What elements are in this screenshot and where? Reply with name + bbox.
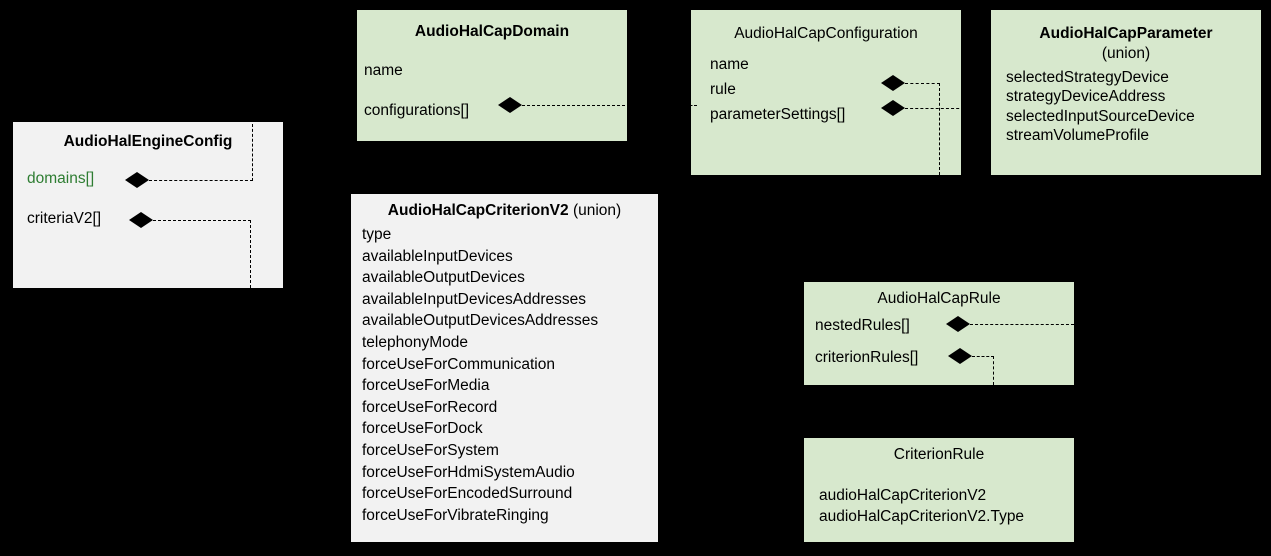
attribute-selected-strategy-device: selectedStrategyDevice — [1006, 69, 1169, 86]
attribute-type: type — [362, 226, 392, 243]
class-title-audio-hal-cap-domain: AudioHalCapDomain — [414, 23, 570, 40]
class-box-criterion-rule[interactable]: CriterionRule audioHalCapCriterionV2 aud… — [804, 438, 1074, 542]
attribute-available-output-devices: availableOutputDevices — [362, 269, 525, 287]
connector-rule-vertical — [939, 83, 940, 175]
class-box-audio-hal-cap-configuration[interactable]: AudioHalCapConfiguration name rule param… — [691, 10, 961, 175]
attribute-list-criterion-v2: type availableInputDevices availableOutp… — [362, 224, 598, 526]
attribute-criterion-rules: criterionRules[] — [815, 349, 919, 366]
connector-criteria-vertical — [250, 220, 251, 288]
class-box-audio-hal-cap-rule[interactable]: AudioHalCapRule nestedRules[] criterionR… — [804, 282, 1074, 385]
connector-domains-vertical — [252, 124, 253, 181]
class-box-audio-hal-cap-criterion-v2[interactable]: AudioHalCapCriterionV2 (union) type avai… — [351, 194, 658, 542]
attribute-configurations: configurations[] — [364, 102, 470, 119]
attribute-force-use-for-dock: forceUseForDock — [362, 420, 483, 438]
attribute-name-configuration: name — [710, 56, 749, 73]
attribute-stream-volume-profile: streamVolumeProfile — [1006, 127, 1150, 145]
connector-parameter-settings-horizontal — [905, 108, 995, 109]
attribute-selected-input-source-device: selectedInputSourceDevice — [1006, 107, 1195, 125]
attribute-telephony-mode: telephonyMode — [362, 333, 468, 351]
connector-domains-horizontal — [149, 180, 253, 181]
attribute-domains: domains[] — [27, 170, 95, 187]
attribute-force-use-for-record: forceUseForRecord — [362, 398, 498, 416]
attribute-strategy-device-address: strategyDeviceAddress — [1006, 88, 1166, 106]
class-stereotype-audio-hal-cap-parameter: (union) — [1101, 45, 1151, 62]
connector-criterion-rules-horizontal — [972, 356, 994, 357]
attribute-list-cap-parameter: selectedStrategyDevice strategyDeviceAdd… — [1006, 68, 1195, 146]
attribute-audio-hal-cap-criterion-v2-type: audioHalCapCriterionV2.Type — [819, 508, 1025, 525]
attribute-force-use-for-system: forceUseForSystem — [362, 441, 499, 459]
attribute-available-output-devices-addresses: availableOutputDevicesAddresses — [362, 312, 599, 330]
class-stereotype-criterion-v2: (union) — [572, 202, 622, 219]
attribute-force-use-for-media: forceUseForMedia — [362, 377, 490, 395]
connector-configurations-stub — [685, 105, 697, 106]
attribute-list-criterion-rule: audioHalCapCriterionV2 audioHalCapCriter… — [819, 485, 1024, 527]
class-title-audio-hal-cap-rule: AudioHalCapRule — [877, 290, 1001, 307]
class-title-audio-hal-cap-parameter: AudioHalCapParameter — [1039, 25, 1213, 42]
class-title-audio-hal-engine-config: AudioHalEngineConfig — [63, 133, 233, 150]
class-title-audio-hal-cap-criterion-v2: AudioHalCapCriterionV2 (union) — [351, 202, 658, 220]
attribute-force-use-for-vibrate-ringing: forceUseForVibrateRinging — [362, 506, 549, 524]
class-title-criterion-rule: CriterionRule — [893, 446, 985, 463]
attribute-available-input-devices-addresses: availableInputDevicesAddresses — [362, 290, 587, 308]
connector-rule-horizontal — [905, 83, 940, 84]
connector-nested-rules-horizontal — [970, 324, 1074, 325]
attribute-available-input-devices: availableInputDevices — [362, 247, 513, 265]
attribute-force-use-for-hdmi-system-audio: forceUseForHdmiSystemAudio — [362, 463, 575, 481]
attribute-force-use-for-encoded-surround: forceUseForEncodedSurround — [362, 485, 573, 503]
connector-criterion-rules-vertical — [993, 356, 994, 385]
attribute-audio-hal-cap-criterion-v2: audioHalCapCriterionV2 — [819, 487, 987, 504]
class-title-audio-hal-cap-configuration: AudioHalCapConfiguration — [734, 25, 918, 42]
attribute-parameter-settings: parameterSettings[] — [710, 106, 846, 123]
attribute-name-domain: name — [364, 62, 403, 79]
class-box-audio-hal-cap-parameter[interactable]: AudioHalCapParameter (union) selectedStr… — [991, 10, 1261, 175]
class-box-audio-hal-engine-config[interactable]: AudioHalEngineConfig domains[] criteriaV… — [13, 122, 283, 288]
connector-configurations-horizontal — [522, 105, 700, 106]
attribute-nested-rules: nestedRules[] — [815, 317, 910, 334]
attribute-rule: rule — [710, 81, 736, 98]
class-title-text-criterion-v2: AudioHalCapCriterionV2 — [387, 202, 569, 219]
connector-criteria-horizontal — [153, 220, 251, 221]
attribute-force-use-for-communication: forceUseForCommunication — [362, 355, 555, 373]
attribute-criteria-v2: criteriaV2[] — [27, 210, 102, 227]
class-box-audio-hal-cap-domain[interactable]: AudioHalCapDomain name configurations[] — [357, 10, 627, 141]
